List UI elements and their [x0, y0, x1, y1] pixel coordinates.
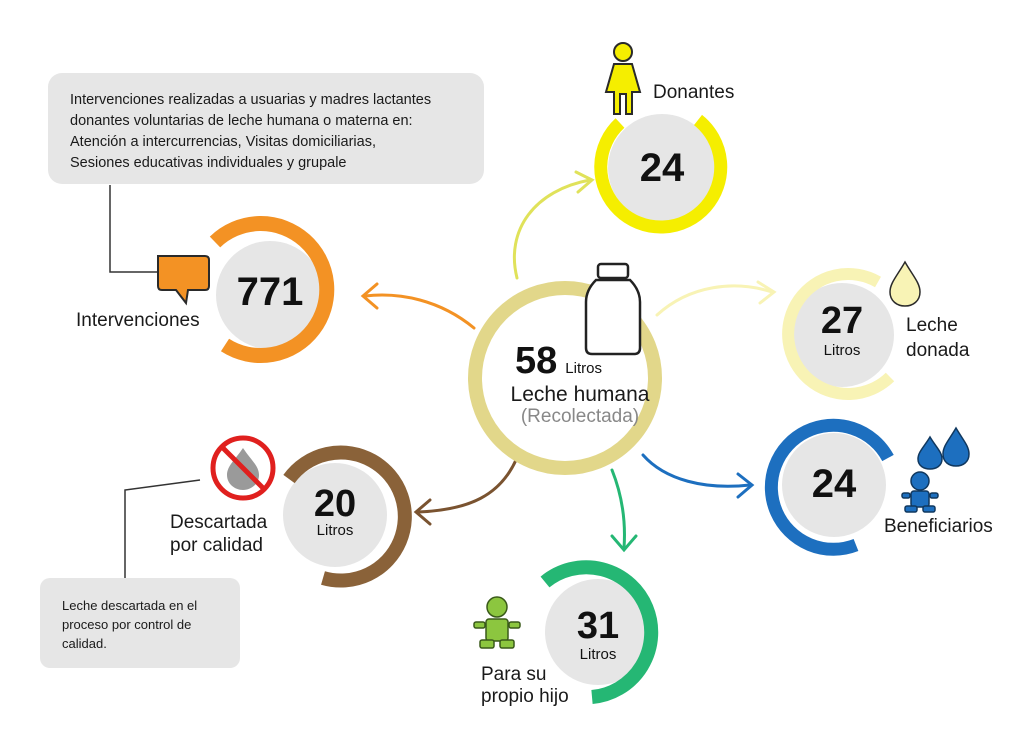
donantes-value: 24	[639, 146, 685, 190]
center-unit: Litros	[565, 360, 602, 377]
woman-icon	[604, 42, 642, 115]
milk-jar-icon	[584, 262, 642, 356]
note-line: Intervenciones realizadas a usuarias y m…	[70, 92, 432, 108]
donantes-node	[594, 42, 728, 234]
arrow-to-donantes	[512, 170, 595, 280]
milk-drop-icon	[889, 260, 921, 307]
center-value: 58	[515, 340, 558, 382]
propio-hijo-label-line2: propio hijo	[481, 686, 569, 707]
donada-node	[782, 260, 921, 400]
intervenciones-value: 771	[236, 270, 304, 314]
intervenciones-node	[157, 216, 335, 363]
note-line: Sesiones educativas individuales y grupa…	[70, 155, 347, 171]
intervenciones-label: Intervenciones	[76, 310, 200, 331]
descartada-unit: Litros	[316, 522, 354, 539]
note-line: Atención a intercurrencias, Visitas domi…	[70, 134, 376, 150]
note-connector-intervenciones	[109, 185, 160, 273]
arrow-to-descartada	[413, 458, 518, 526]
center-value-group: 58 Litros	[515, 340, 602, 384]
donada-label-line2: donada	[906, 340, 970, 361]
descartada-label-line1: Descartada	[170, 512, 268, 533]
arrow-to-donada	[655, 280, 777, 317]
descartada-label-line2: por calidad	[170, 535, 263, 556]
baby-drops-icon	[901, 426, 970, 513]
note-line: Leche descartada en el	[62, 598, 198, 613]
donada-value: 27	[820, 300, 864, 342]
note-connector-descartada	[124, 479, 201, 578]
note-line: calidad.	[62, 636, 107, 651]
center-node	[468, 262, 662, 475]
donantes-label: Donantes	[653, 82, 735, 103]
baby-icon	[473, 596, 521, 649]
beneficiarios-value: 24	[811, 462, 857, 506]
arrow-to-intervenciones	[360, 282, 476, 330]
propio-hijo-node	[473, 560, 659, 704]
note-line: proceso por control de	[62, 617, 192, 632]
no-drop-icon	[210, 435, 276, 501]
arrow-to-propio-hijo	[610, 468, 638, 553]
note-line: donantes voluntarias de leche humana o m…	[70, 113, 413, 129]
descartada-node	[210, 435, 412, 588]
donada-label-line1: Leche	[906, 315, 958, 336]
propio-hijo-label-line1: Para su	[481, 664, 547, 685]
propio-hijo-unit: Litros	[579, 646, 617, 663]
donada-unit: Litros	[823, 342, 861, 359]
beneficiarios-node	[764, 418, 970, 556]
descartada-value: 20	[313, 483, 357, 525]
arrow-to-beneficiarios	[641, 453, 755, 499]
propio-hijo-value: 31	[576, 605, 620, 647]
speech-bubble-icon	[157, 255, 210, 306]
center-label: Leche humana	[510, 383, 650, 406]
beneficiarios-label: Beneficiarios	[884, 516, 993, 537]
center-sublabel: (Recolectada)	[520, 406, 640, 427]
note-intervenciones: Intervenciones realizadas a usuarias y m…	[48, 73, 484, 184]
note-descartada: Leche descartada en el proceso por contr…	[40, 578, 240, 668]
